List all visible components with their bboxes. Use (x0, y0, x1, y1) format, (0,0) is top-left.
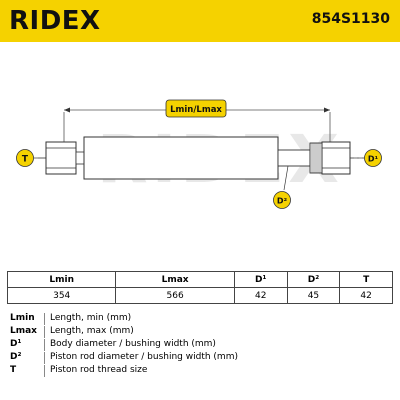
legend: Lmin Length, min (mm) Lmax Length, max (… (10, 312, 390, 377)
col-header-d2: D² (286, 271, 341, 288)
body-cylinder (83, 136, 279, 180)
value-lmax: 566 (115, 287, 235, 304)
spec-table-header-row: Lmin Lmax D¹ D² T (6, 271, 393, 288)
dimension-label-box (165, 99, 227, 118)
legend-divider (44, 313, 45, 325)
legend-divider (44, 365, 45, 377)
legend-item: Lmax Length, max (mm) (10, 325, 390, 338)
legend-description: Length, max (mm) (50, 326, 134, 336)
brand-logo: RIDEX (9, 6, 101, 36)
value-d2: 45 (286, 287, 341, 304)
t-marker (16, 149, 34, 167)
col-header-lmin: Lmin (6, 271, 117, 288)
legend-item: D² Piston rod diameter / bushing width (… (10, 351, 390, 364)
d2-leader-line (283, 165, 289, 191)
legend-item: D¹ Body diameter / bushing width (mm) (10, 338, 390, 351)
legend-key: D² (10, 352, 22, 362)
t-marker-label: T (22, 155, 29, 165)
col-header-lmax: Lmax (115, 271, 235, 288)
value-d1: 42 (233, 287, 288, 304)
d2-marker (273, 191, 291, 209)
legend-item: T Piston rod thread size (10, 364, 390, 377)
spec-table: Lmin Lmax D¹ D² T 354 566 42 45 42 (6, 271, 393, 304)
legend-key: Lmax (10, 326, 37, 336)
shock-absorber-diagram: RIDEX Lmin/Lmax T D¹ (16, 99, 382, 209)
part-number: 854S1130 (311, 11, 390, 27)
legend-description: Body diameter / bushing width (mm) (50, 339, 216, 349)
legend-key: Lmin (10, 313, 35, 323)
col-header-t: T (339, 271, 393, 288)
legend-description: Piston rod diameter / bushing width (mm) (50, 352, 238, 362)
legend-item: Lmin Length, min (mm) (10, 312, 390, 325)
header-bar: RIDEX 854S1130 (0, 0, 400, 42)
legend-key: T (10, 365, 17, 375)
col-header-d1: D¹ (233, 271, 288, 288)
value-lmin: 354 (6, 287, 117, 304)
dust-boot (309, 142, 323, 174)
piston-rod (277, 149, 311, 167)
value-t: 42 (339, 287, 393, 304)
legend-key: D¹ (10, 339, 22, 349)
d1-marker (364, 149, 382, 167)
right-eye-bushing (321, 141, 351, 175)
spec-table-value-row: 354 566 42 45 42 (6, 287, 393, 304)
legend-description: Piston rod thread size (50, 365, 148, 375)
left-eye-bushing (45, 141, 85, 175)
d2-marker-label: D² (277, 197, 288, 206)
d1-marker-label: D¹ (368, 155, 379, 164)
dimension-label: Lmin/Lmax (170, 105, 222, 115)
legend-divider (44, 326, 45, 338)
legend-divider (44, 339, 45, 351)
legend-divider (44, 352, 45, 364)
legend-description: Length, min (mm) (50, 313, 132, 323)
